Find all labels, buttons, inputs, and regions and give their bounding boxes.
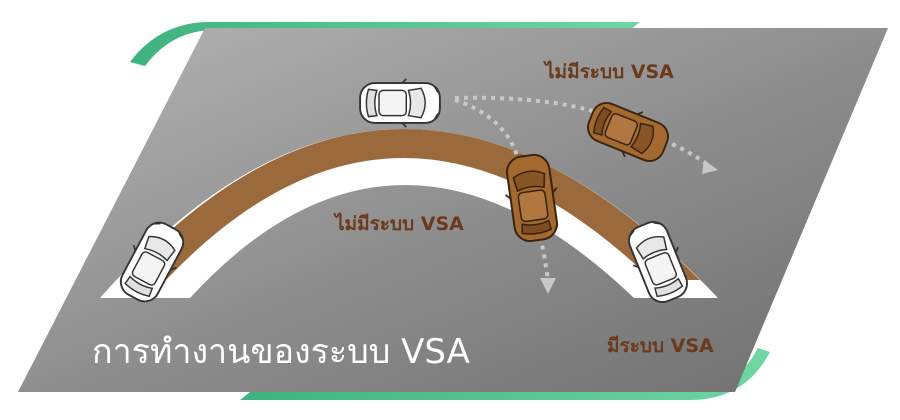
page-title: การทำงานของระบบ VSA xyxy=(92,332,470,372)
label-with-vsa: มีระบบ VSA xyxy=(607,335,714,357)
car-white-top-icon xyxy=(360,79,440,127)
label-without-vsa-top: ไม่มีระบบ VSA xyxy=(543,60,674,83)
label-without-vsa-middle: ไม่มีระบบ VSA xyxy=(333,212,464,235)
